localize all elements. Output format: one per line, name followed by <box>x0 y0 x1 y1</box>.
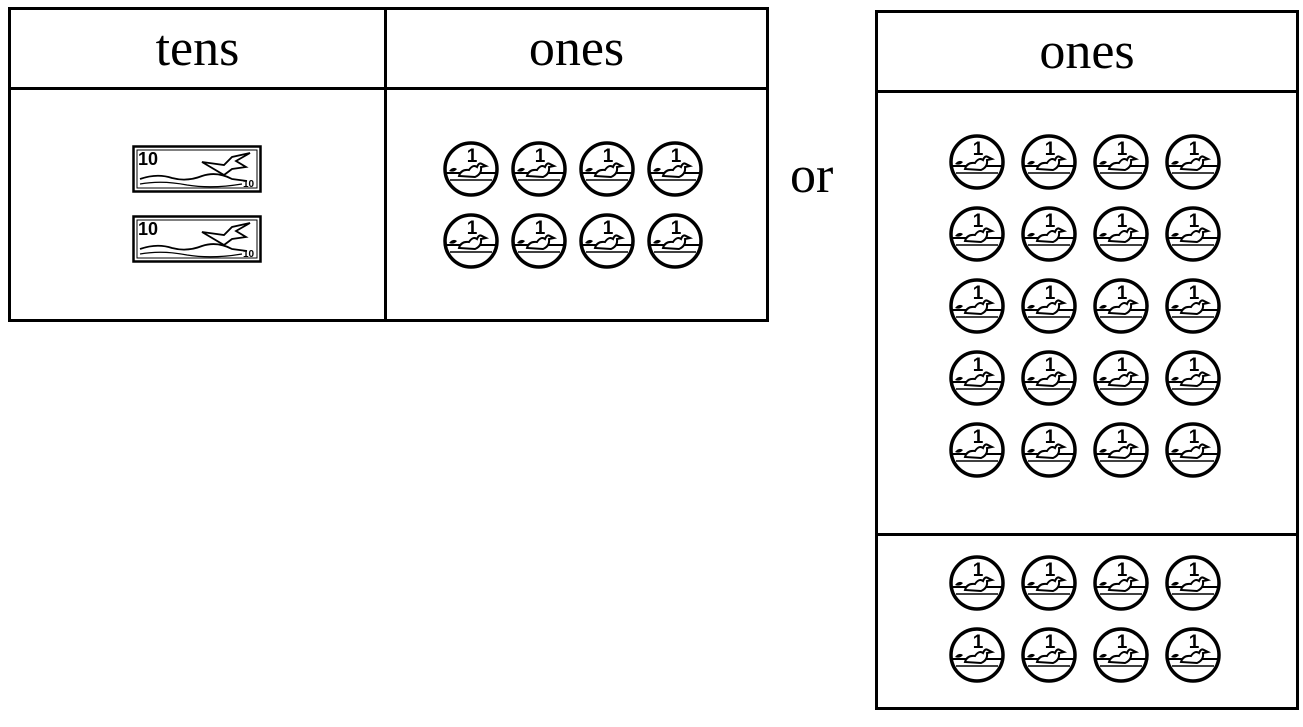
svg-text:1: 1 <box>1189 211 1200 232</box>
svg-text:1: 1 <box>671 146 682 167</box>
loon-one-dollar-coin-icon: 1 <box>1020 133 1078 191</box>
tens-header: tens <box>11 10 384 90</box>
loon-one-dollar-coin-icon: 1 <box>1164 205 1222 263</box>
svg-text:1: 1 <box>1189 283 1200 304</box>
svg-text:10: 10 <box>138 219 158 239</box>
svg-text:1: 1 <box>1117 427 1128 448</box>
ones-group-of-eight: 1 1 1 1 1 1 <box>878 536 1296 707</box>
svg-text:1: 1 <box>973 560 984 581</box>
loon-one-dollar-coin-icon: 1 <box>1164 349 1222 407</box>
svg-text:1: 1 <box>973 632 984 653</box>
group-divider <box>878 533 1296 536</box>
loon-one-dollar-coin-icon: 1 <box>948 277 1006 335</box>
svg-text:1: 1 <box>603 146 614 167</box>
loon-ten-dollar-bill-icon: 10 10 <box>132 215 262 263</box>
loon-one-dollar-coin-icon: 1 <box>1092 421 1150 479</box>
loon-one-dollar-coin-icon: 1 <box>1164 133 1222 191</box>
loon-one-dollar-coin-icon: 1 <box>510 140 568 198</box>
svg-text:1: 1 <box>973 355 984 376</box>
loon-one-dollar-coin-icon: 1 <box>442 212 500 270</box>
svg-text:1: 1 <box>535 218 546 239</box>
ones-cell: 1 1 1 1 1 1 <box>387 90 766 319</box>
loon-one-dollar-coin-icon: 1 <box>1020 421 1078 479</box>
loon-one-dollar-coin-icon: 1 <box>1164 421 1222 479</box>
loon-one-dollar-coin-icon: 1 <box>948 554 1006 612</box>
svg-text:1: 1 <box>1045 560 1056 581</box>
svg-text:1: 1 <box>1117 283 1128 304</box>
ones-only-chart: ones 1 1 1 1 1 <box>875 10 1299 710</box>
svg-text:1: 1 <box>973 139 984 160</box>
svg-text:1: 1 <box>1045 211 1056 232</box>
svg-text:1: 1 <box>1117 355 1128 376</box>
loon-one-dollar-coin-icon: 1 <box>1164 626 1222 684</box>
loon-one-dollar-coin-icon: 1 <box>948 205 1006 263</box>
tens-ones-chart: tens ones 10 10 10 10 1 1 <box>8 7 769 322</box>
column-divider <box>384 10 387 319</box>
svg-text:1: 1 <box>1189 560 1200 581</box>
loon-one-dollar-coin-icon: 1 <box>1092 554 1150 612</box>
loon-one-dollar-coin-icon: 1 <box>1092 205 1150 263</box>
loon-one-dollar-coin-icon: 1 <box>1020 626 1078 684</box>
loon-one-dollar-coin-icon: 1 <box>1092 277 1150 335</box>
loon-one-dollar-coin-icon: 1 <box>578 140 636 198</box>
loon-one-dollar-coin-icon: 1 <box>1164 277 1222 335</box>
loon-one-dollar-coin-icon: 1 <box>1092 133 1150 191</box>
svg-text:1: 1 <box>1189 632 1200 653</box>
loon-one-dollar-coin-icon: 1 <box>1092 349 1150 407</box>
loon-one-dollar-coin-icon: 1 <box>646 140 704 198</box>
svg-text:1: 1 <box>603 218 614 239</box>
svg-text:1: 1 <box>1189 355 1200 376</box>
loon-one-dollar-coin-icon: 1 <box>1020 554 1078 612</box>
svg-text:10: 10 <box>138 149 158 169</box>
svg-text:1: 1 <box>1117 632 1128 653</box>
svg-text:1: 1 <box>671 218 682 239</box>
tens-cell: 10 10 10 10 <box>11 90 384 319</box>
svg-text:10: 10 <box>243 249 255 260</box>
loon-one-dollar-coin-icon: 1 <box>1020 277 1078 335</box>
tens-header-label: tens <box>155 19 240 77</box>
svg-text:10: 10 <box>243 179 255 190</box>
loon-one-dollar-coin-icon: 1 <box>646 212 704 270</box>
ones-header-label: ones <box>528 19 625 77</box>
ones-only-header: ones <box>878 13 1296 93</box>
loon-one-dollar-coin-icon: 1 <box>948 349 1006 407</box>
svg-text:1: 1 <box>1117 211 1128 232</box>
ones-group-of-twenty: 1 1 1 1 1 1 <box>878 93 1296 533</box>
loon-one-dollar-coin-icon: 1 <box>442 140 500 198</box>
loon-one-dollar-coin-icon: 1 <box>1020 349 1078 407</box>
svg-text:1: 1 <box>467 218 478 239</box>
svg-text:1: 1 <box>973 283 984 304</box>
loon-one-dollar-coin-icon: 1 <box>1164 554 1222 612</box>
loon-ten-dollar-bill-icon: 10 10 <box>132 145 262 193</box>
svg-text:1: 1 <box>1045 283 1056 304</box>
svg-text:1: 1 <box>1189 139 1200 160</box>
svg-text:1: 1 <box>1045 355 1056 376</box>
or-label: or <box>790 147 834 204</box>
svg-text:1: 1 <box>1117 560 1128 581</box>
ones-only-header-label: ones <box>1039 22 1135 80</box>
svg-text:1: 1 <box>467 146 478 167</box>
loon-one-dollar-coin-icon: 1 <box>948 421 1006 479</box>
loon-one-dollar-coin-icon: 1 <box>948 133 1006 191</box>
svg-text:1: 1 <box>973 427 984 448</box>
svg-text:1: 1 <box>1045 632 1056 653</box>
svg-text:1: 1 <box>535 146 546 167</box>
loon-one-dollar-coin-icon: 1 <box>948 626 1006 684</box>
svg-text:1: 1 <box>1117 139 1128 160</box>
svg-text:1: 1 <box>1045 427 1056 448</box>
ones-header: ones <box>387 10 766 90</box>
loon-one-dollar-coin-icon: 1 <box>1092 626 1150 684</box>
svg-text:1: 1 <box>973 211 984 232</box>
svg-text:1: 1 <box>1189 427 1200 448</box>
loon-one-dollar-coin-icon: 1 <box>510 212 568 270</box>
svg-text:1: 1 <box>1045 139 1056 160</box>
loon-one-dollar-coin-icon: 1 <box>578 212 636 270</box>
loon-one-dollar-coin-icon: 1 <box>1020 205 1078 263</box>
